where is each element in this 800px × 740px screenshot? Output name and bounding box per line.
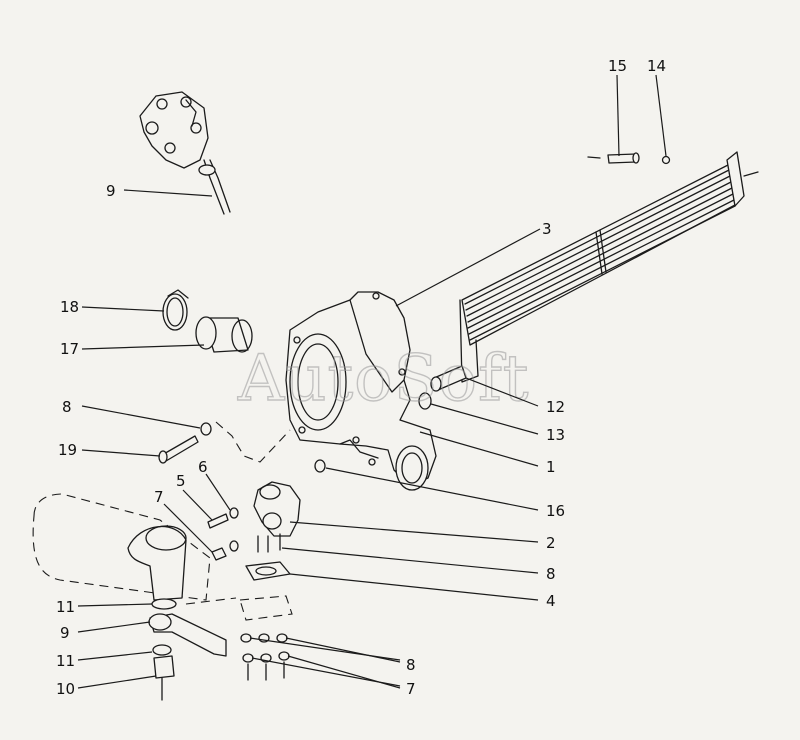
callout-10: 10 [56, 680, 75, 698]
callout-1: 1 [546, 458, 556, 476]
phantom-tank [32, 493, 237, 605]
callout-15: 15 [608, 57, 627, 75]
callout-8-lower: 8 [406, 656, 416, 674]
lower-washers [240, 633, 290, 681]
callout-8-upper: 8 [62, 398, 72, 416]
callout-7-lower: 7 [406, 680, 416, 698]
callout-3: 3 [542, 220, 552, 238]
callout-18: 18 [60, 298, 79, 316]
callout-13: 13 [546, 426, 565, 444]
callout-11-upper: 11 [56, 598, 75, 616]
callout-labels: 15 14 9 3 18 17 12 8 13 19 1 6 5 7 16 2 … [56, 57, 666, 698]
callout-7-upper: 7 [154, 488, 164, 506]
callout-8-middle: 8 [546, 565, 556, 583]
elbow-pipe [127, 525, 227, 701]
watermark: AutoSoft [237, 342, 529, 416]
thermostat-housing [253, 459, 326, 553]
leader-lines [77, 74, 667, 689]
hose-sleeve [195, 316, 253, 353]
callout-9-lower: 9 [60, 624, 70, 642]
callout-11-lower: 11 [56, 652, 75, 670]
small-bolts [207, 507, 239, 561]
callout-14: 14 [647, 57, 666, 75]
long-bolt [158, 421, 291, 464]
valve-assembly [139, 91, 231, 215]
callout-17: 17 [60, 340, 79, 358]
top-bolt [607, 152, 671, 165]
callout-12: 12 [546, 398, 565, 416]
hose-clamp [162, 289, 189, 331]
callout-5: 5 [176, 472, 186, 490]
callout-9-upper: 9 [106, 182, 116, 200]
gasket [239, 561, 293, 621]
housing [285, 291, 437, 491]
callout-19: 19 [58, 441, 77, 459]
callout-2: 2 [546, 534, 556, 552]
callout-6: 6 [198, 458, 208, 476]
callout-16: 16 [546, 502, 565, 520]
callout-4: 4 [546, 592, 556, 610]
